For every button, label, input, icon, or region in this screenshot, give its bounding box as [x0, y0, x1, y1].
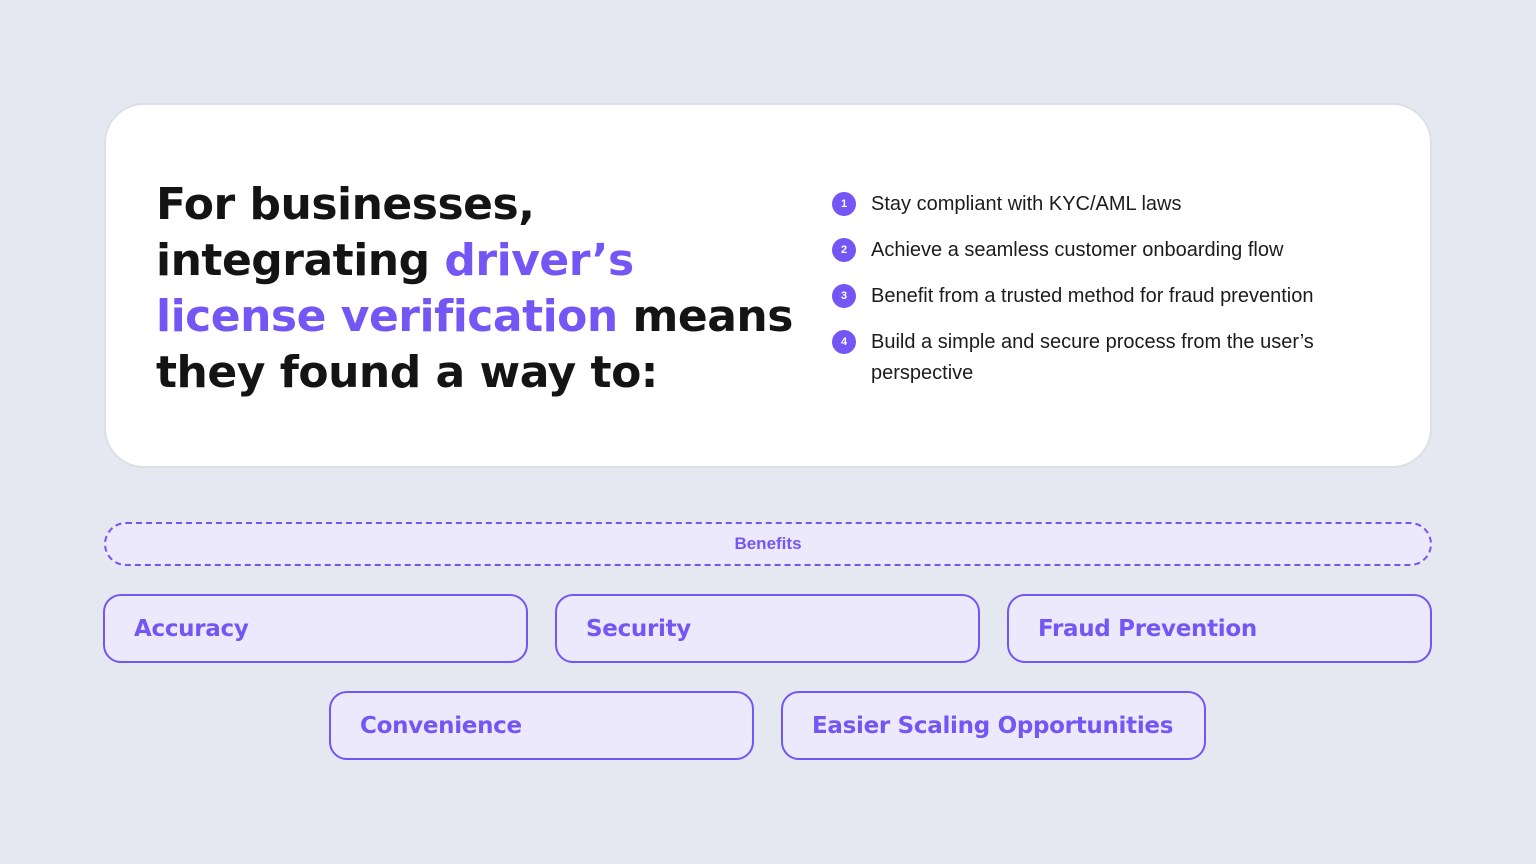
steps-list: 1 Stay compliant with KYC/AML laws 2 Ach…	[832, 189, 1392, 404]
headline-accent: driver’s license verification	[156, 235, 634, 342]
benefit-label: Security	[586, 615, 691, 642]
step-item: 3 Benefit from a trusted method for frau…	[832, 281, 1392, 312]
step-text: Stay compliant with KYC/AML laws	[871, 193, 1182, 215]
headline-part1: For businesses, integrating	[156, 179, 535, 286]
step-text: Benefit from a trusted method for fraud …	[871, 285, 1314, 307]
benefits-label: Benefits	[734, 534, 802, 553]
benefit-fraud-prevention: Fraud Prevention	[1007, 594, 1432, 663]
benefit-label: Accuracy	[134, 615, 249, 642]
step-text: Achieve a seamless customer onboarding f…	[871, 239, 1284, 261]
step-item: 1 Stay compliant with KYC/AML laws	[832, 189, 1392, 220]
benefits-header: Benefits	[104, 522, 1432, 566]
benefit-accuracy: Accuracy	[103, 594, 528, 663]
step-text: Build a simple and secure process from t…	[871, 331, 1314, 384]
step-item: 2 Achieve a seamless customer onboarding…	[832, 235, 1392, 266]
step-number-badge: 3	[832, 284, 856, 308]
step-number-badge: 2	[832, 238, 856, 262]
benefit-easier-scaling: Easier Scaling Opportunities	[781, 691, 1206, 760]
step-number-badge: 1	[832, 192, 856, 216]
step-number-badge: 4	[832, 330, 856, 354]
summary-card: For businesses, integrating driver’s lic…	[104, 103, 1432, 468]
benefit-label: Easier Scaling Opportunities	[812, 712, 1174, 739]
benefit-label: Convenience	[360, 712, 522, 739]
step-item: 4 Build a simple and secure process from…	[832, 327, 1392, 389]
headline: For businesses, integrating driver’s lic…	[156, 177, 796, 401]
benefit-convenience: Convenience	[329, 691, 754, 760]
benefit-label: Fraud Prevention	[1038, 615, 1257, 642]
benefit-security: Security	[555, 594, 980, 663]
headline-part2: means they found a way to:	[156, 291, 793, 398]
